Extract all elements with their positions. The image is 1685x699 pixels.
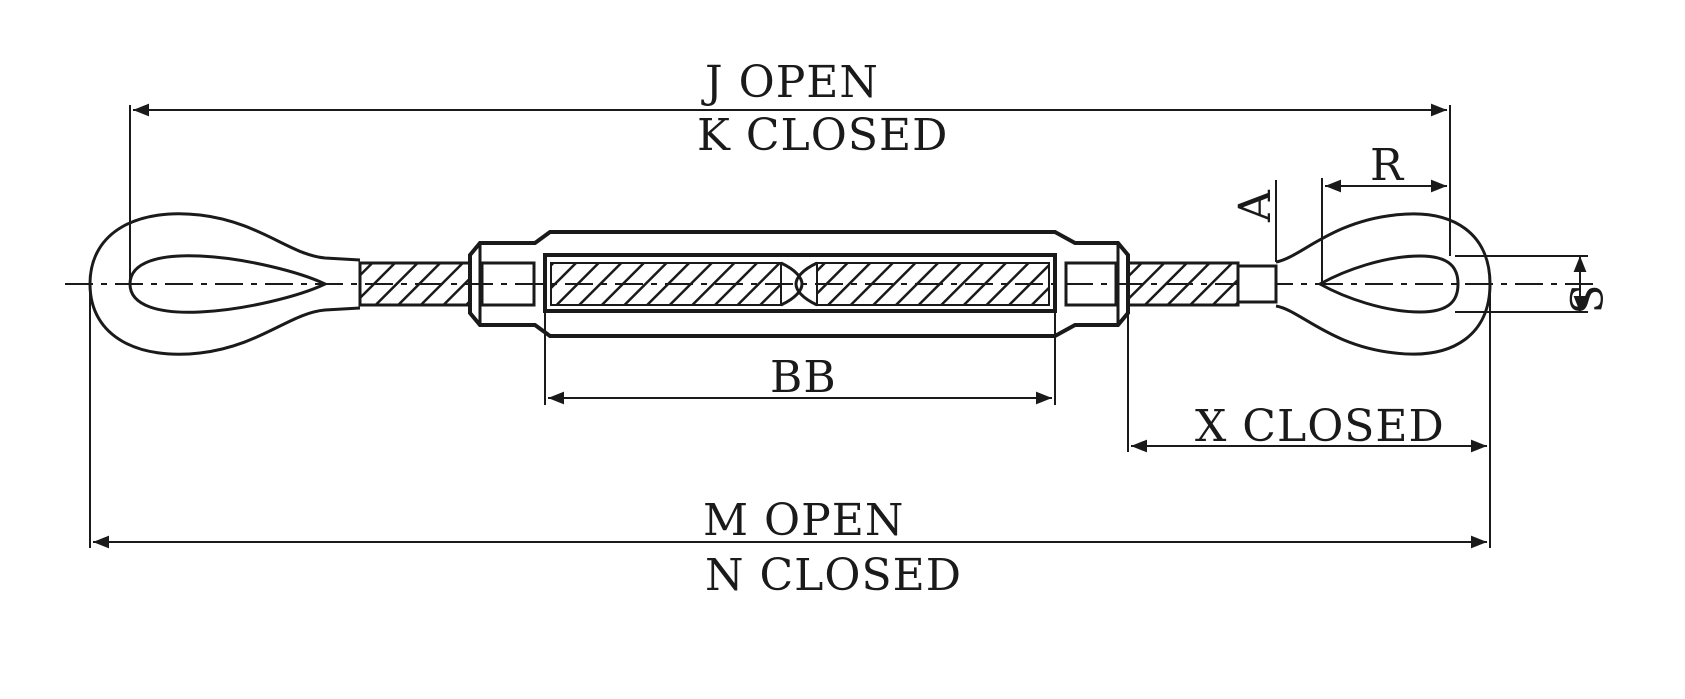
label-k-closed: K CLOSED: [697, 110, 948, 161]
right-rod-neck: [1236, 264, 1278, 304]
left-threaded-rod: [358, 261, 472, 307]
x-closed-dimension: [1127, 313, 1487, 453]
label-x-closed: X CLOSED: [1195, 401, 1445, 452]
j-k-dimension: [129, 103, 1451, 280]
label-n-closed: N CLOSED: [705, 550, 962, 601]
label-r: R: [1370, 140, 1405, 191]
label-bb: BB: [770, 352, 837, 403]
m-n-dimension: [89, 290, 1491, 549]
label-a: A: [1230, 189, 1281, 223]
turnbuckle-body: [468, 230, 1130, 338]
label-s: S: [1559, 284, 1610, 314]
r-dimension: [1321, 178, 1451, 284]
left-eye: [88, 212, 361, 356]
right-threaded-rod: [1126, 261, 1240, 307]
label-m-open: M OPEN: [703, 495, 904, 546]
right-eye: [1275, 212, 1492, 356]
label-j-open: J OPEN: [701, 57, 879, 108]
bb-dimension: [544, 311, 1056, 405]
s-dimension: [1455, 255, 1588, 313]
